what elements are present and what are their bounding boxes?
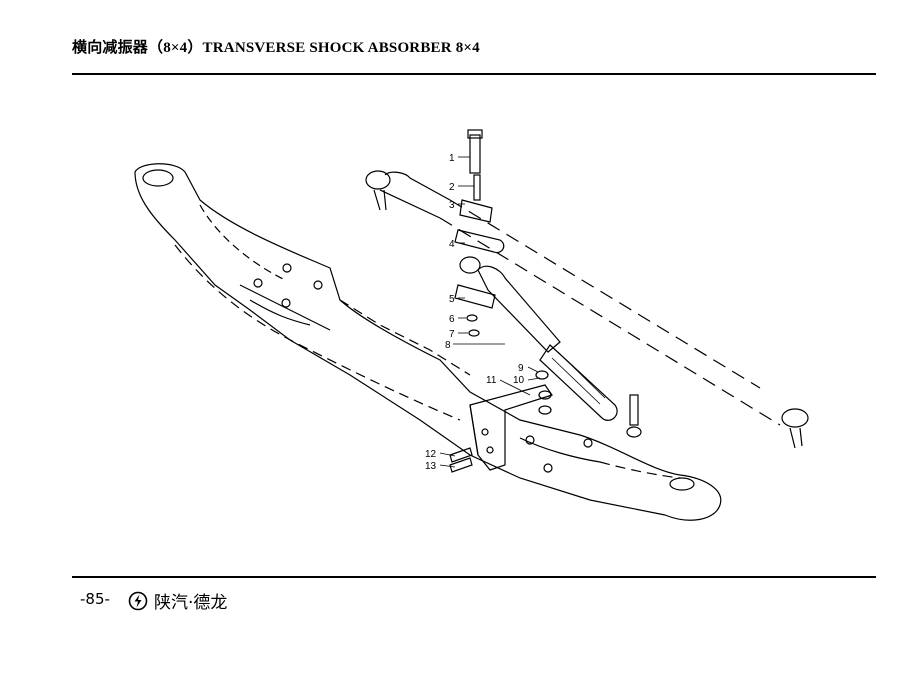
callout-8: 8 [445,340,451,351]
part-callouts: 1 2 3 4 5 6 7 8 9 10 11 12 13 [425,153,525,472]
brand-mark: 陕汽·德龙 [128,588,227,613]
page-title: 横向减振器（8×4）TRANSVERSE SHOCK ABSORBER 8×4 [72,40,480,56]
callout-1: 1 [449,153,455,164]
callout-11: 11 [486,375,497,386]
callout-6: 6 [449,314,455,325]
callout-3: 3 [449,200,455,211]
callout-4: 4 [449,239,455,250]
shock-absorber [454,129,642,438]
tie-rod [365,170,809,449]
callout-9: 9 [518,363,524,374]
mounting-bracket [449,370,553,473]
front-axle-beam [134,163,722,521]
callout-7: 7 [449,329,455,340]
header-rule [72,73,876,75]
callout-12: 12 [425,449,437,460]
callout-13: 13 [425,461,437,472]
leader-lines [439,156,541,468]
callout-5: 5 [449,294,455,305]
page-number: -85- [80,590,110,608]
footer-rule [72,576,876,578]
brand-name: 陕汽·德龙 [154,593,228,613]
shacman-logo-icon [128,591,148,610]
callout-10: 10 [513,375,525,386]
callout-2: 2 [449,182,455,193]
